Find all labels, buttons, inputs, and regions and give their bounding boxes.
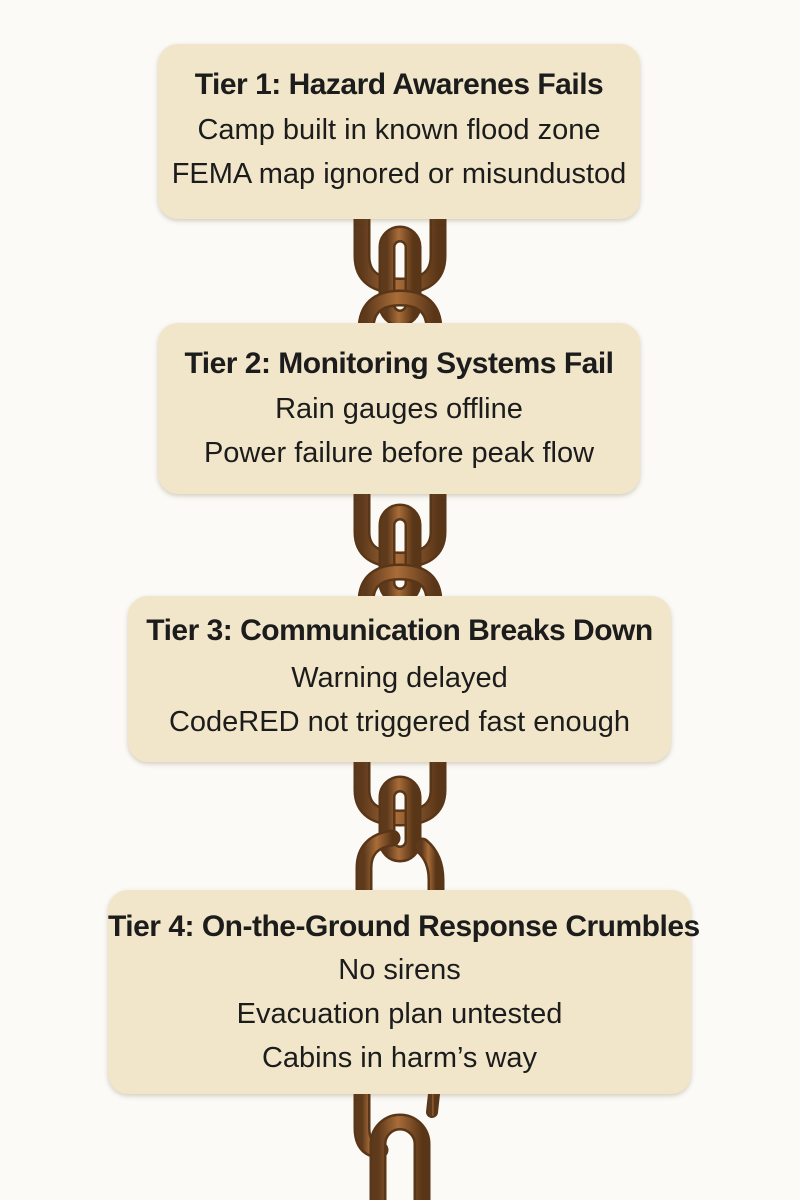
tier-2-title: Tier 2: Monitoring Systems Fail: [184, 347, 614, 380]
tier-3-line-2: CodeRED not triggered fast enough: [168, 706, 631, 738]
tier-4-line-3: Cabins in harm’s way: [261, 1042, 538, 1074]
tier-2-line-2: Power failure before peak flow: [203, 437, 595, 469]
broken-chain-link-icon: [355, 829, 445, 905]
tier-3-card: Tier 3: Communication Breaks Down Warnin…: [128, 596, 671, 762]
chain-segment-1: [353, 203, 447, 339]
tier-1-title: Tier 1: Hazard Awarenes Fails: [194, 68, 604, 101]
tier-3-title: Tier 3: Communication Breaks Down: [146, 614, 653, 647]
tier-1-card: Tier 1: Hazard Awarenes Fails Camp built…: [158, 44, 640, 219]
tier-4-line-1: No sirens: [338, 954, 461, 986]
tier-4-line-2: Evacuation plan untested: [236, 998, 563, 1030]
chain-segment-3: [353, 747, 447, 905]
chain-segment-4: [353, 1079, 440, 1200]
tier-1-line-2: FEMA map ignored or misundustod: [171, 158, 627, 190]
tier-3-line-1: Warning delayed: [291, 662, 508, 694]
tier-4-card: Tier 4: On-the-Ground Response Crumbles …: [108, 890, 700, 1094]
tier-1-line-1: Camp built in known flood zone: [197, 114, 601, 146]
chain-segment-2: [353, 479, 447, 611]
tier-2-card: Tier 2: Monitoring Systems Fail Rain gau…: [158, 323, 640, 494]
tier-2-line-1: Rain gauges offline: [275, 393, 523, 425]
tier-4-title: Tier 4: On-the-Ground Response Crumbles: [108, 910, 700, 943]
